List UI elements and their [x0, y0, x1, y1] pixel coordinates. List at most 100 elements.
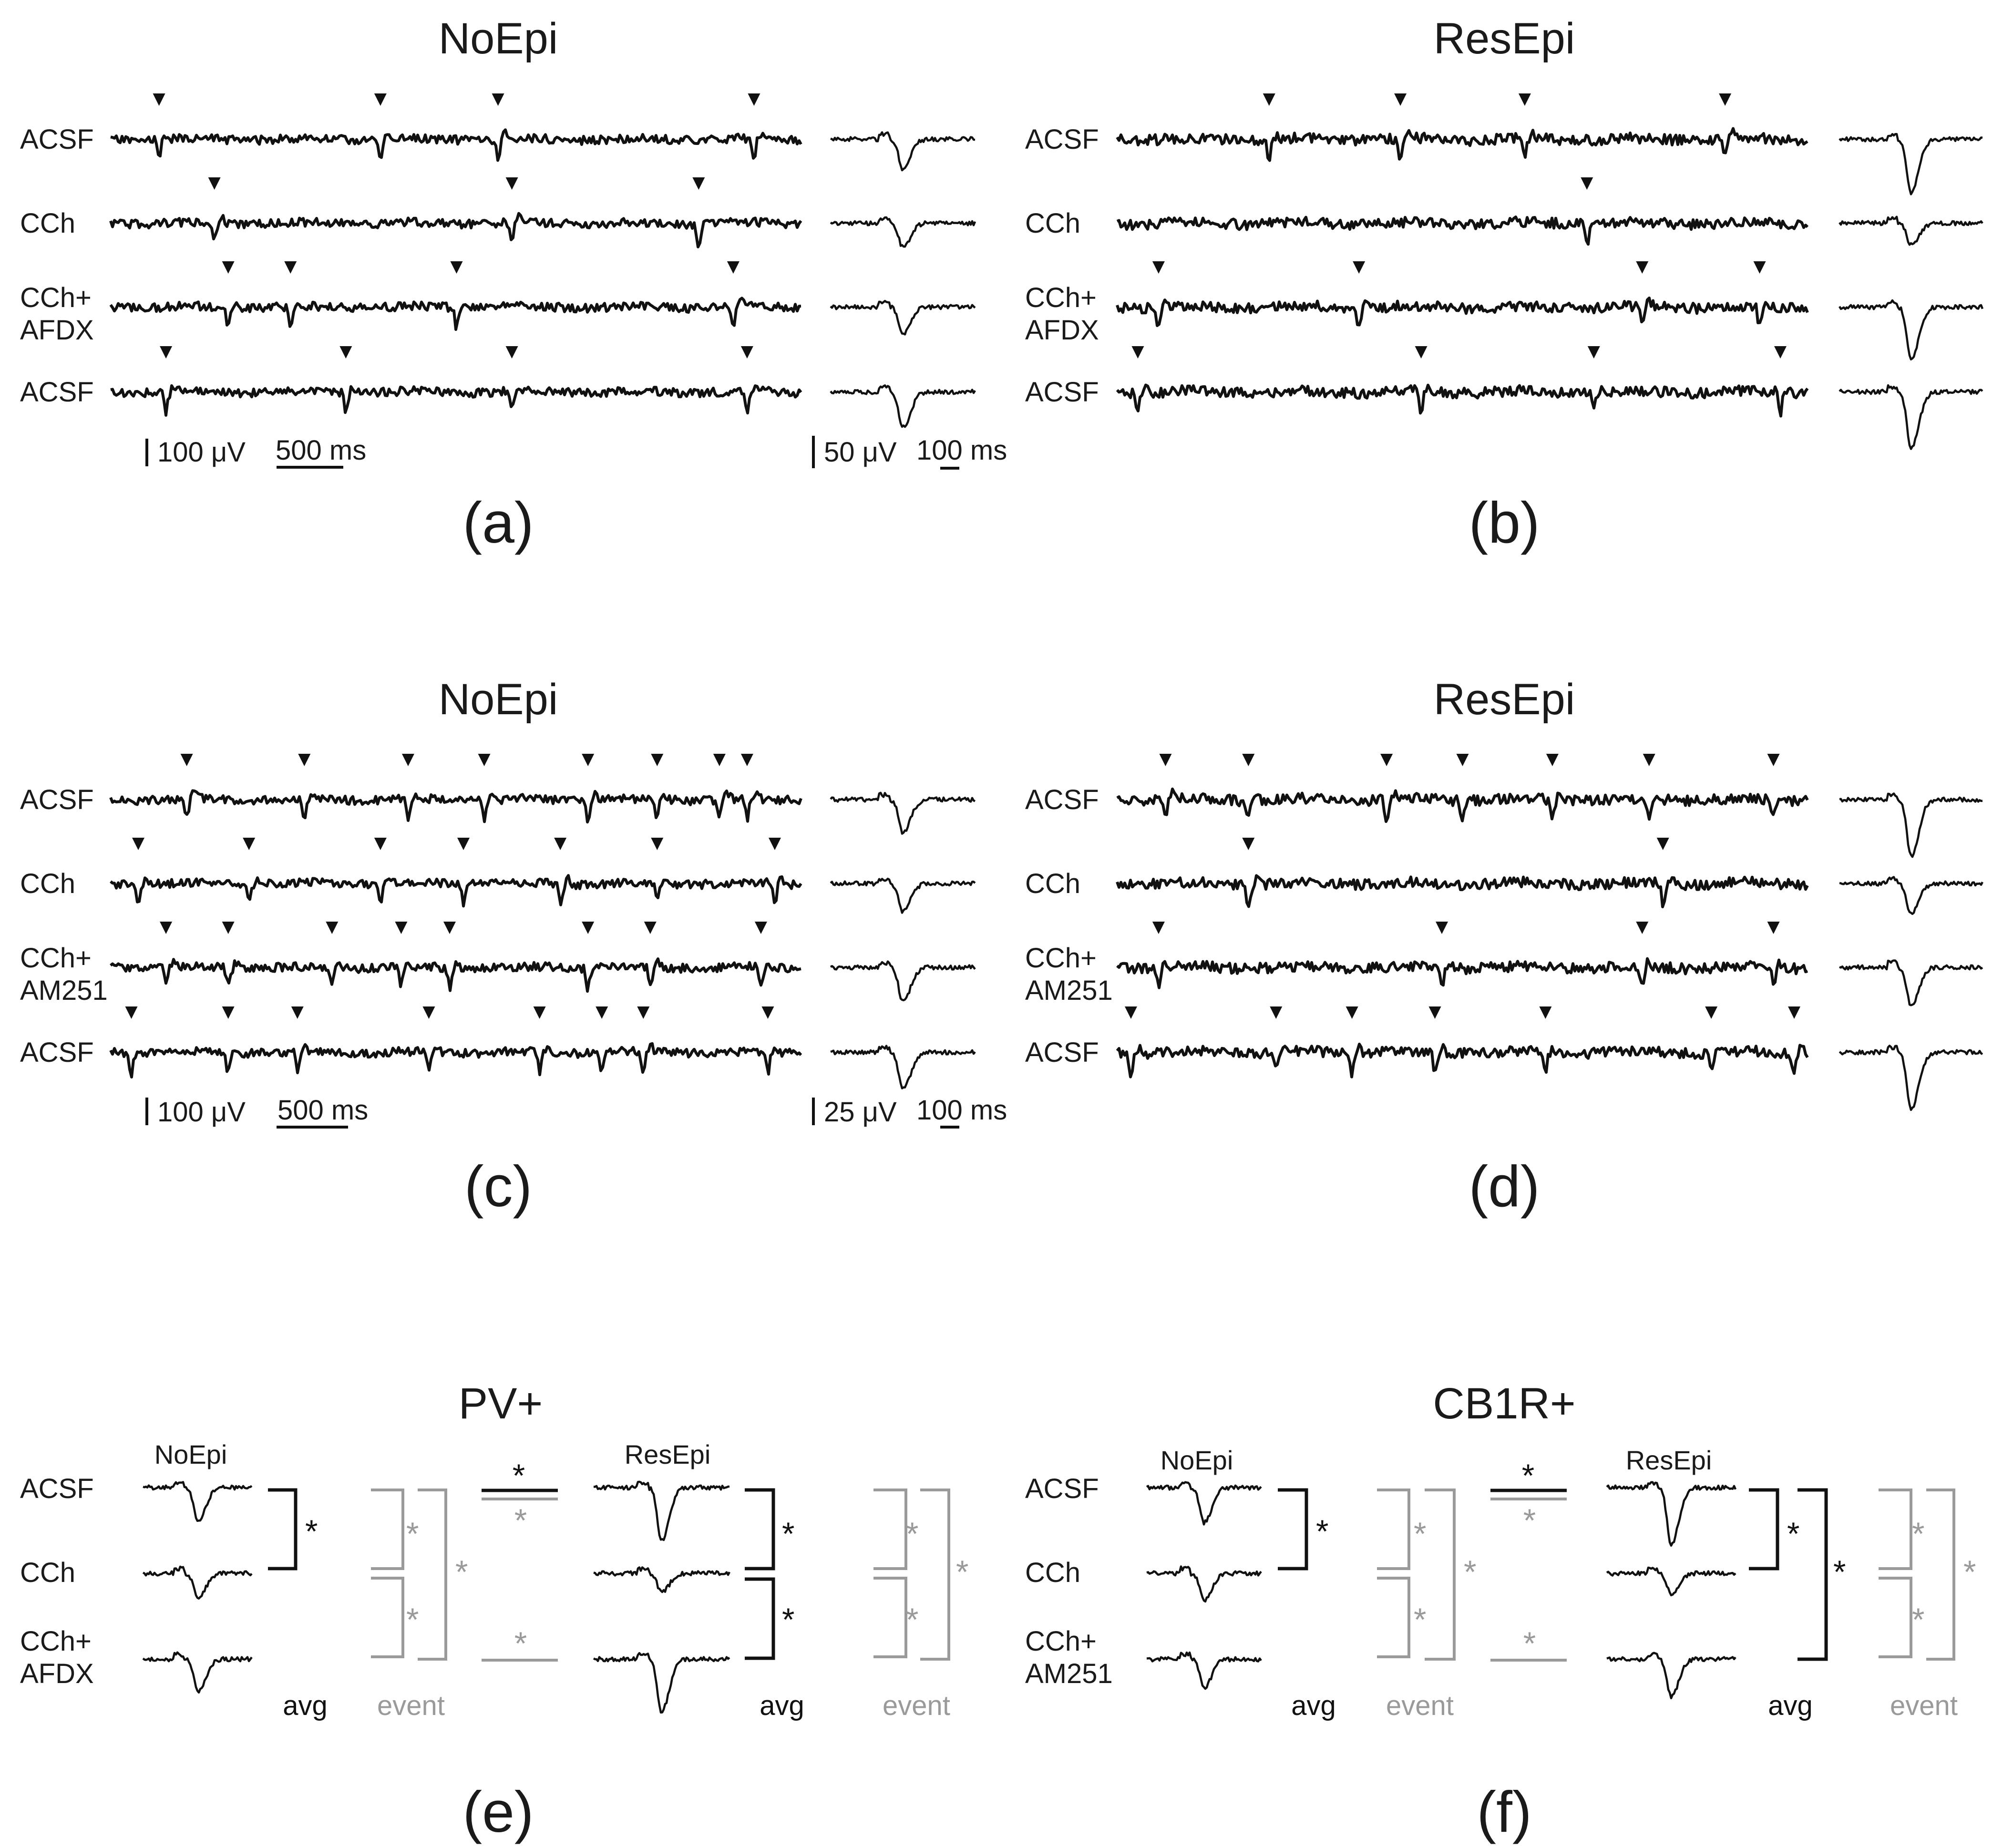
- event-marker: [651, 838, 664, 850]
- event-marker: [554, 838, 567, 850]
- event-marker: [582, 754, 595, 766]
- significance-star: *: [455, 1554, 468, 1590]
- event-marker: [1263, 93, 1275, 106]
- row-label-line-1: CCh+: [20, 1626, 92, 1657]
- significance-star: *: [1523, 1502, 1536, 1539]
- average-waveform: [142, 1651, 253, 1694]
- lfp-trace: [109, 789, 802, 824]
- row-label-line-1: CCh+: [1025, 1626, 1097, 1657]
- significance-star: *: [1912, 1602, 1924, 1638]
- row-label: CCh+AM251: [20, 943, 108, 1006]
- avg-significance-bracket: [1749, 1488, 1779, 1571]
- panel-f-label: (f): [1477, 1779, 1531, 1844]
- significance-star: *: [1963, 1554, 1976, 1590]
- time-scale-label: 500 ms: [277, 1095, 368, 1126]
- average-waveform: [830, 131, 976, 172]
- event-bracket-upper: [1377, 1489, 1410, 1570]
- group-label-right: ResEpi: [1626, 1445, 1712, 1475]
- average-waveform: [593, 1652, 730, 1714]
- event-marker: [1436, 922, 1448, 934]
- event-bracket-outer: [1926, 1489, 1955, 1661]
- row-label: ACSF: [1025, 1473, 1099, 1504]
- average-waveform: [1839, 876, 1983, 915]
- row-label-line-2: AM251: [1025, 975, 1113, 1006]
- row-label: CCh: [20, 208, 75, 239]
- event-bracket-lower: [371, 1577, 404, 1658]
- average-waveform: [1839, 792, 1983, 858]
- event-marker: [505, 346, 518, 359]
- event-marker: [222, 1006, 235, 1019]
- event-marker: [505, 177, 518, 190]
- event-marker: [1353, 261, 1366, 274]
- significance-star: *: [956, 1554, 968, 1590]
- event-marker: [132, 838, 145, 850]
- lfp-trace: [1116, 1042, 1809, 1078]
- panel-c-row-labels: ACSF CCh CCh+AM251 ACSF: [20, 784, 108, 1068]
- significance-star: *: [1464, 1554, 1476, 1590]
- event-marker: [761, 1006, 774, 1019]
- panel-a-traces: [109, 93, 976, 428]
- event-footer: event: [883, 1690, 950, 1721]
- panel-b-row-labels: ACSF CCh CCh+AFDX ACSF: [1025, 124, 1099, 408]
- lfp-trace: [1116, 787, 1809, 823]
- significance-star: *: [514, 1625, 527, 1662]
- avg-significance-bracket: [1278, 1488, 1308, 1571]
- group-label-left: NoEpi: [1161, 1445, 1233, 1475]
- panel-b-traces: [1116, 93, 1984, 450]
- row-label: ACSF: [1025, 124, 1099, 155]
- event-marker: [644, 922, 657, 934]
- event-marker: [284, 261, 297, 274]
- row-label: ACSF: [20, 124, 94, 155]
- event-marker: [1394, 93, 1407, 106]
- event-marker: [180, 754, 193, 766]
- event-marker: [1539, 1006, 1552, 1019]
- event-marker: [740, 754, 753, 766]
- event-marker: [582, 922, 595, 934]
- lfp-trace: [1116, 383, 1809, 418]
- event-marker: [1636, 261, 1649, 274]
- panel-e-title: PV+: [459, 1379, 543, 1428]
- amplitude-scale-label: 100 μV: [157, 1097, 246, 1128]
- event-marker: [1152, 922, 1165, 934]
- event-marker: [1767, 922, 1780, 934]
- event-marker: [1767, 754, 1780, 766]
- avg-footer: avg: [283, 1690, 328, 1721]
- average-waveform: [1839, 133, 1983, 195]
- avg-amplitude-scale-label: 25 μV: [824, 1097, 897, 1128]
- event-marker: [450, 261, 463, 274]
- event-marker: [1131, 346, 1144, 359]
- event-marker: [748, 93, 760, 106]
- event-marker: [326, 922, 339, 934]
- event-marker: [374, 838, 387, 850]
- event-marker: [727, 261, 740, 274]
- event-marker: [637, 1006, 650, 1019]
- average-waveform: [1606, 1566, 1736, 1597]
- event-footer: event: [1386, 1690, 1454, 1721]
- average-waveform: [1146, 1651, 1262, 1690]
- row-label-line-1: CCh+: [20, 282, 92, 313]
- event-marker: [395, 922, 408, 934]
- average-waveform: [830, 1045, 976, 1089]
- group-label-left: NoEpi: [154, 1439, 227, 1469]
- event-marker: [243, 838, 256, 850]
- avg-time-scale-label: 100 ms: [916, 1095, 1007, 1126]
- event-marker: [740, 346, 753, 359]
- event-marker: [1587, 346, 1600, 359]
- event-marker: [208, 177, 221, 190]
- lfp-trace: [1116, 957, 1808, 989]
- lfp-trace: [110, 874, 802, 908]
- event-marker: [160, 346, 173, 359]
- panel-a-scale-bars: 100 μV 500 ms 50 μV 100 ms: [145, 435, 1007, 470]
- panel-f-title: CB1R+: [1433, 1379, 1575, 1428]
- lfp-trace: [109, 212, 802, 248]
- lfp-trace: [1116, 216, 1809, 246]
- event-marker: [125, 1006, 138, 1019]
- average-waveform: [830, 960, 976, 1002]
- event-marker: [713, 754, 726, 766]
- row-label: ACSF: [20, 1473, 94, 1504]
- average-waveform: [1839, 1045, 1983, 1111]
- panel-e: ACSF CCh CCh+AFDX NoEpi ResEpi * * * * *…: [20, 1439, 968, 1721]
- row-label: CCh+AFDX: [20, 1626, 94, 1689]
- row-label: ACSF: [1025, 377, 1099, 408]
